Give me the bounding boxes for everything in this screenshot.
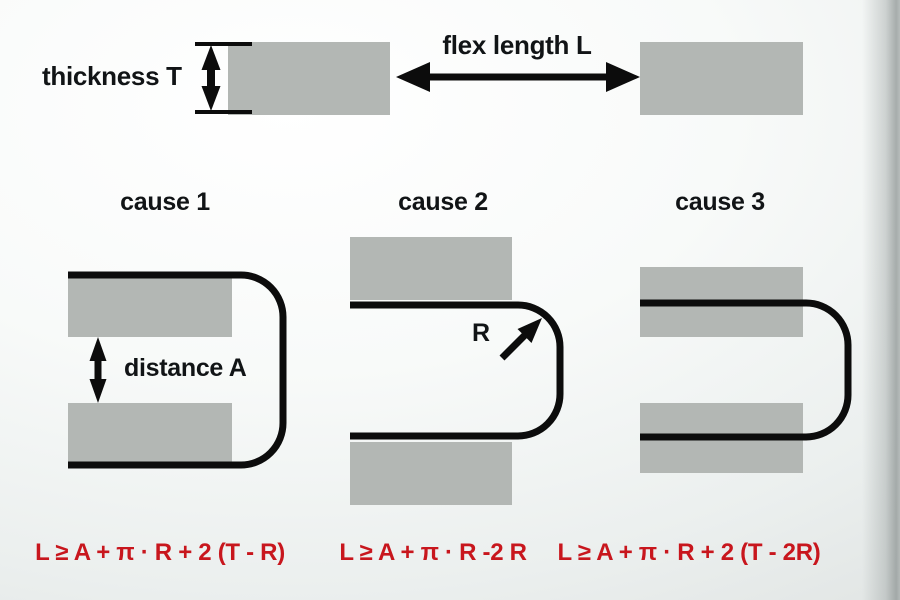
- cause2-board-lower: [350, 442, 512, 505]
- cause1-board-upper: [68, 272, 232, 337]
- board-top-right: [640, 42, 803, 115]
- flex-length-arrow-icon: [396, 62, 640, 92]
- board-top-left: [228, 42, 390, 115]
- cause1-board-lower: [68, 403, 232, 463]
- cause1-title: cause 1: [120, 188, 210, 216]
- cause3-title: cause 3: [675, 188, 765, 216]
- cause2-board-upper: [350, 237, 512, 300]
- page-edge-shadow: [862, 0, 900, 600]
- cause3-board-lower: [640, 403, 803, 473]
- thickness-label: thickness T: [42, 61, 182, 91]
- cause2-title: cause 2: [398, 188, 488, 216]
- cause3-formula: L ≥ A + π · R + 2 (T - 2R): [557, 539, 821, 566]
- radius-arrow-icon: [499, 318, 542, 361]
- cause3-board-upper: [640, 267, 803, 337]
- flex-length-label: flex length L: [442, 30, 592, 60]
- distance-arrow-icon: [89, 337, 107, 403]
- cause2-formula: L ≥ A + π · R -2 R: [339, 539, 527, 566]
- cause1-formula: L ≥ A + π · R + 2 (T - R): [35, 539, 285, 566]
- distance-label: distance A: [124, 354, 247, 382]
- cause2-flex-line: [350, 301, 564, 440]
- radius-label: R: [472, 319, 490, 347]
